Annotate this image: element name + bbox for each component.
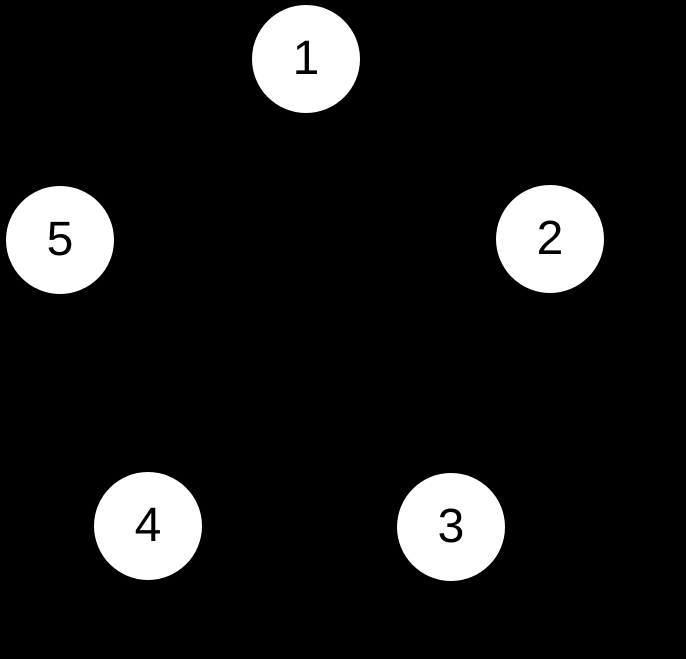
graph-node-5: 5 bbox=[6, 186, 114, 294]
node-label-2: 2 bbox=[536, 212, 564, 265]
graph-node-1: 1 bbox=[252, 5, 360, 113]
graph-node-3: 3 bbox=[397, 473, 505, 581]
node-label-1: 1 bbox=[292, 32, 320, 85]
node-label-4: 4 bbox=[134, 499, 162, 552]
node-label-3: 3 bbox=[437, 500, 465, 553]
node-label-5: 5 bbox=[46, 213, 74, 266]
graph-node-2: 2 bbox=[496, 185, 604, 293]
graph-node-4: 4 bbox=[94, 472, 202, 580]
